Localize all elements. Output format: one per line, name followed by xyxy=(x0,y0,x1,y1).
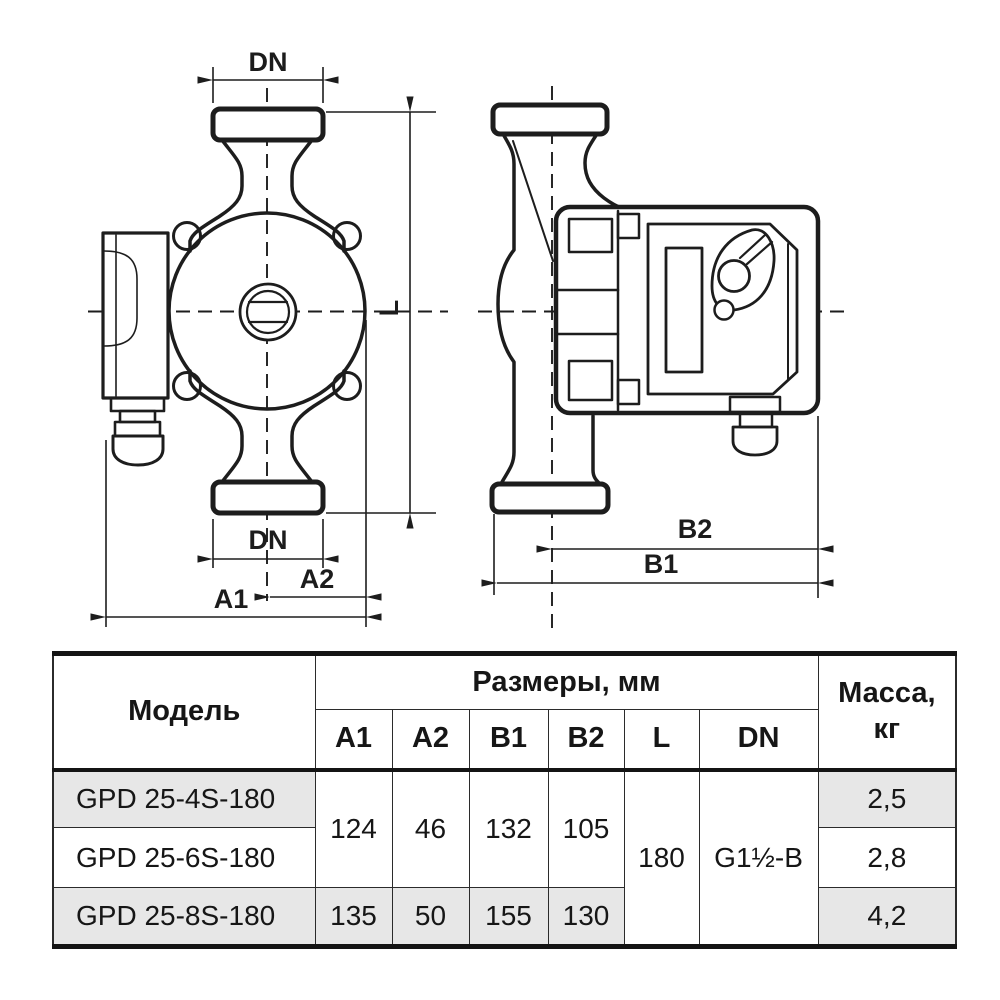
terminal-box-cover-detail xyxy=(103,250,138,347)
cell-b1-rows12: 132 xyxy=(468,769,549,888)
cell-a1-row3: 135 xyxy=(314,887,393,947)
header-model: Модель xyxy=(52,653,316,772)
pipe-weld-seam xyxy=(512,140,554,262)
b1-label: B1 xyxy=(644,549,679,579)
a1-label: A1 xyxy=(214,584,249,614)
selector-knob-dial xyxy=(717,259,751,293)
cell-b2-rows12: 105 xyxy=(547,769,625,888)
vent-screw-outer xyxy=(238,282,298,342)
terminal-box xyxy=(101,231,170,400)
display-window xyxy=(664,246,704,374)
header-col-a1: A1 xyxy=(314,709,393,772)
header-dims-group: Размеры, мм xyxy=(314,653,819,710)
cell-mass-row1: 2,5 xyxy=(817,769,957,828)
cable-gland-collar xyxy=(109,396,166,413)
header-mass: Масса, кг xyxy=(817,653,957,772)
b2-label: B2 xyxy=(678,514,713,544)
front-view xyxy=(101,106,367,516)
cell-mass-row3: 4,2 xyxy=(817,887,957,947)
stator-bottom-block xyxy=(567,359,614,402)
bottom-neck-left-edge xyxy=(188,369,244,484)
motor-box xyxy=(553,204,821,416)
dimensions xyxy=(90,67,834,627)
cell-a2-rows12: 46 xyxy=(391,769,470,888)
header-mass-line1: Масса, xyxy=(838,677,936,710)
side-view xyxy=(489,102,821,515)
header-mass-line2: кг xyxy=(873,712,901,745)
vent-screw-inner xyxy=(245,289,291,335)
top-flange xyxy=(210,106,326,143)
header-col-dn: DN xyxy=(698,709,819,772)
pipe-right-lower-edge xyxy=(591,414,602,486)
bolt-top-right xyxy=(332,221,362,251)
stator-top-block xyxy=(567,217,614,254)
header-col-l: L xyxy=(623,709,700,772)
bottom-flange xyxy=(210,479,326,516)
pipe-right-upper-edge xyxy=(583,132,626,211)
selector-knob-pointer xyxy=(738,233,774,266)
header-col-b2: B2 xyxy=(547,709,625,772)
a-extension-lines xyxy=(105,320,367,627)
bolt-bottom-left xyxy=(172,371,202,401)
a2-label: A2 xyxy=(300,564,335,594)
cell-b1-row3: 155 xyxy=(468,887,549,947)
cell-model-row2: GPD 25-6S-180 xyxy=(52,827,316,888)
stator-bottom-small-block xyxy=(616,378,641,406)
side-bottom-flange xyxy=(489,481,611,515)
indicator-dot xyxy=(713,299,735,321)
dn-top-label: DN xyxy=(249,47,288,77)
cell-a1-rows12: 124 xyxy=(314,769,393,888)
cable-gland-neck xyxy=(118,409,157,424)
l-reference-lines xyxy=(326,111,436,514)
header-col-b1: B1 xyxy=(468,709,549,772)
stator-top-small-block xyxy=(616,212,641,240)
side-gland-cap xyxy=(731,425,779,457)
top-neck-left-edge xyxy=(188,138,244,253)
bottom-neck-right-edge xyxy=(290,369,346,484)
dn-top-extension-lines xyxy=(212,67,324,103)
cell-model-row3: GPD 25-8S-180 xyxy=(52,887,316,947)
side-top-flange xyxy=(490,102,610,137)
cell-l-all-rows: 180 xyxy=(623,769,700,947)
bolt-bottom-right xyxy=(332,371,362,401)
cell-b2-row3: 130 xyxy=(547,887,625,947)
cell-mass-row2: 2,8 xyxy=(817,827,957,888)
l-label: L xyxy=(374,300,404,317)
header-col-a2: A2 xyxy=(391,709,470,772)
bolt-top-left xyxy=(172,221,202,251)
stator-mid-band xyxy=(555,288,620,336)
vent-screw-slot xyxy=(247,300,289,324)
cable-gland-nut xyxy=(113,420,162,438)
dimension-labels: DN L DN A2 A1 B2 B1 xyxy=(214,47,713,614)
pipe-left-edge xyxy=(496,132,516,484)
pump-dimensional-drawing: DN L DN A2 A1 B2 B1 xyxy=(88,47,852,633)
cell-a2-row3: 50 xyxy=(391,887,470,947)
dn-bottom-label: DN xyxy=(249,525,288,555)
cable-gland-cap xyxy=(111,434,165,467)
top-neck-right-edge xyxy=(290,138,346,253)
cell-model-row1: GPD 25-4S-180 xyxy=(52,769,316,828)
cell-dn-all-rows: G1½-B xyxy=(698,769,819,947)
spec-table: Модель Размеры, мм Масса, кг A1 A2 B1 B2… xyxy=(52,651,958,949)
control-panel xyxy=(646,222,799,396)
